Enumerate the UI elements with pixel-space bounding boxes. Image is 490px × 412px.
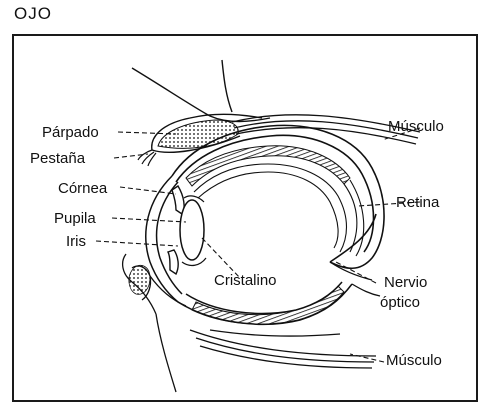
sclera — [171, 124, 385, 270]
label-musculo-superior: Músculo — [388, 118, 444, 135]
leader-parpado — [117, 131, 177, 135]
retina-layers — [193, 163, 365, 257]
iris-shape — [167, 185, 185, 276]
leader-cristalino — [201, 237, 241, 279]
eyelashes — [137, 149, 157, 167]
page-title: OJO — [14, 4, 52, 23]
lens-shape — [179, 199, 205, 261]
cornea-shape — [145, 175, 183, 303]
label-musculo-inferior: Músculo — [386, 352, 442, 369]
upper-eyelid — [131, 59, 271, 153]
leader-retina — [357, 201, 421, 207]
upper-muscle — [231, 114, 421, 145]
lower-muscle — [189, 329, 377, 369]
leader-pestana — [113, 153, 149, 159]
leader-pupila — [111, 217, 187, 223]
leader-cornea — [119, 186, 177, 195]
leader-musculo-inferior — [349, 353, 385, 363]
ciliary-body-upper — [183, 195, 205, 203]
label-pupila: Pupila — [54, 210, 96, 227]
eyelid-tissue — [157, 119, 239, 149]
label-nervio-line1: Nervio — [384, 274, 428, 291]
label-parpado: Párpado — [42, 124, 99, 141]
lower-eyelid-tissue — [128, 264, 151, 295]
label-iris: Iris — [66, 233, 86, 250]
leader-lines — [95, 127, 421, 363]
label-cristalino: Cristalino — [214, 272, 277, 289]
ciliary-body-lower — [181, 257, 207, 267]
leader-musculo-superior — [381, 127, 421, 141]
diagram-frame — [12, 34, 478, 402]
label-cornea: Córnea — [58, 180, 108, 197]
choroid-lower — [191, 285, 345, 325]
label-retina: Retina — [396, 194, 440, 211]
leader-iris — [95, 240, 179, 247]
label-nervio-line2: óptico — [380, 294, 421, 311]
label-pestana: Pestaña — [30, 150, 86, 167]
